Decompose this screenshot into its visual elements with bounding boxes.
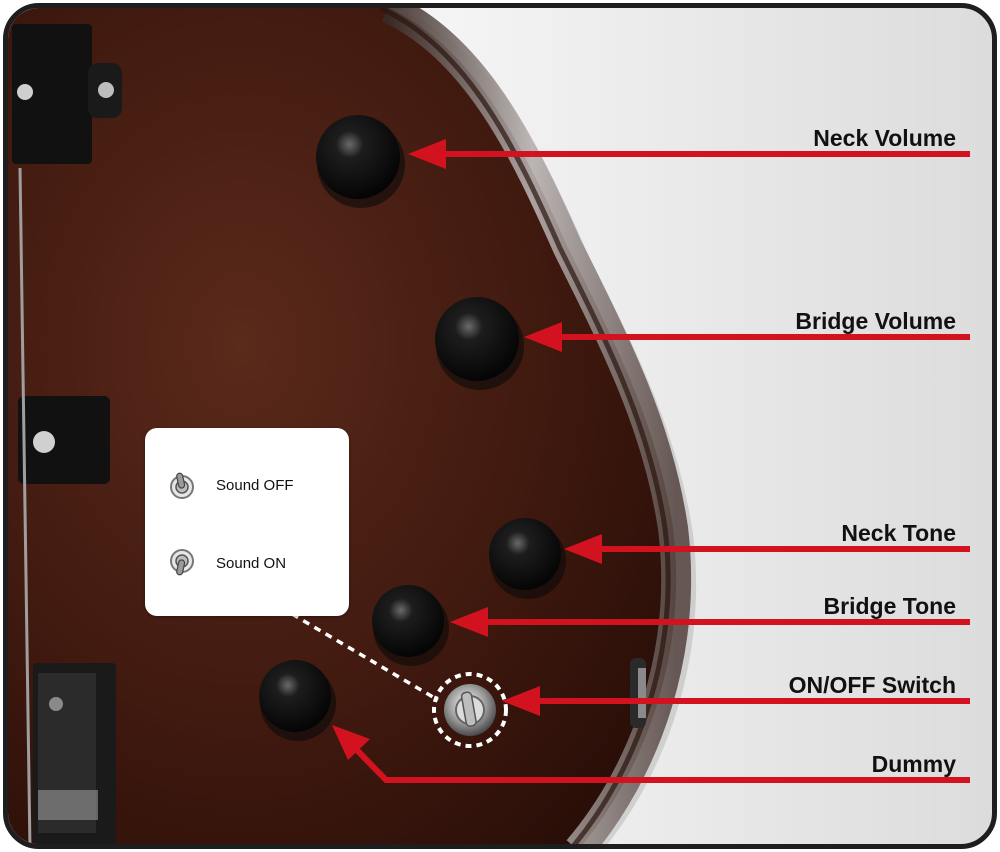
arrow-icon (502, 686, 970, 716)
on-off-toggle-switch[interactable] (432, 672, 508, 748)
sound-legend-popup: Sound OFF Sound ON (145, 428, 349, 616)
label-on-off-switch: ON/OFF Switch (788, 672, 956, 698)
label-bridge-tone: Bridge Tone (823, 593, 956, 619)
label-neck-tone: Neck Tone (841, 520, 956, 546)
arrow-icon (332, 725, 970, 783)
legend-sound-off-text: Sound OFF (216, 476, 294, 494)
bridge-volume-knob[interactable] (435, 297, 524, 390)
toggle-switch-icon (170, 549, 194, 576)
label-bridge-volume: Bridge Volume (795, 308, 956, 334)
bridge-tone-knob[interactable] (372, 585, 449, 666)
label-neck-volume: Neck Volume (813, 125, 956, 151)
neck-tone-knob[interactable] (489, 518, 566, 599)
toggle-switch-icon (170, 472, 194, 499)
diagram-frame: Neck Volume Bridge Volume Neck Tone Brid… (3, 3, 997, 849)
legend-row-sound-on: Sound ON (169, 546, 286, 580)
legend-sound-on-text: Sound ON (216, 554, 287, 572)
switch-leader-line (291, 612, 439, 702)
guitar-body-illustration (8, 8, 697, 844)
dummy-knob[interactable] (259, 660, 336, 741)
controls-layer (259, 115, 566, 748)
arrow-icon (408, 139, 970, 169)
legend-row-sound-off: Sound OFF (169, 468, 294, 502)
arrows-layer (332, 139, 970, 783)
arrow-icon (450, 607, 970, 637)
arrow-icon (564, 534, 970, 564)
neck-volume-knob[interactable] (316, 115, 405, 208)
label-dummy: Dummy (871, 751, 956, 777)
arrow-icon (524, 322, 970, 352)
